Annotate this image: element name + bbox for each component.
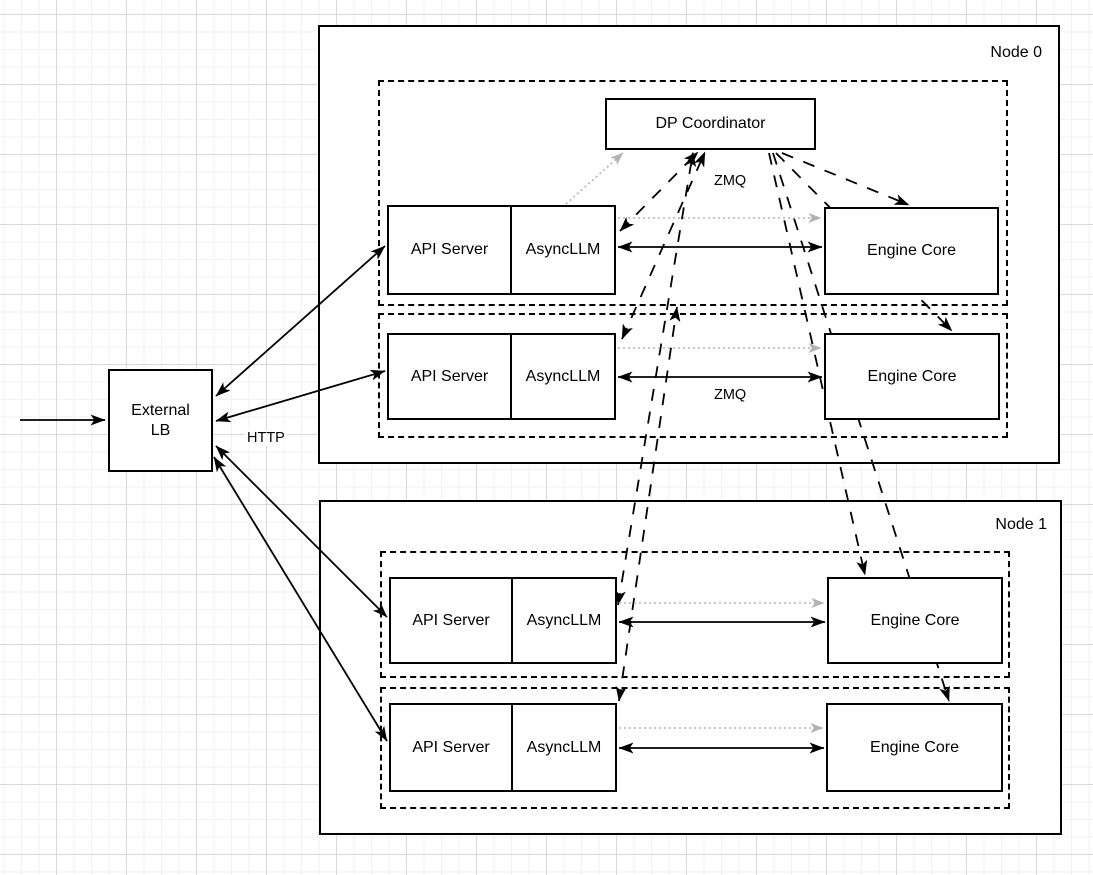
engine-core-label: Engine Core (870, 611, 960, 629)
engine-core-box-n1r1: Engine Core (827, 577, 1003, 664)
engine-core-box-n1r2: Engine Core (826, 703, 1003, 792)
api-server-label: API Server (412, 611, 490, 629)
arrow-lb-api-n1r1 (215, 445, 388, 618)
engine-core-box-n0r1: Engine Core (824, 207, 999, 295)
http-edge-label: HTTP (245, 430, 287, 446)
api-async-box-n1r1: API Server AsyncLLM (389, 577, 617, 664)
node0-label: Node 0 (990, 44, 1042, 61)
api-server-cell: API Server (391, 705, 513, 790)
engine-core-label: Engine Core (867, 242, 956, 259)
dashed-async-n0r2-to-dp (621, 151, 706, 340)
arrow-lb-api-n0r2 (215, 369, 386, 423)
asyncllm-label: AsyncLLM (526, 738, 602, 756)
asyncllm-label: AsyncLLM (525, 241, 601, 258)
dp-coordinator-box: DP Coordinator (605, 98, 816, 150)
api-async-box-n1r2: API Server AsyncLLM (389, 703, 617, 792)
dp-coordinator-label: DP Coordinator (655, 115, 766, 132)
asyncllm-cell: AsyncLLM (513, 705, 615, 790)
dashed-async-n1r2-up-link (615, 306, 681, 702)
asyncllm-cell: AsyncLLM (512, 207, 614, 293)
engine-core-label: Engine Core (867, 367, 957, 385)
external-lb-label: External LB (131, 401, 190, 439)
dashed-async-n1r1-to-dp (614, 151, 697, 606)
asyncllm-label: AsyncLLM (526, 611, 602, 629)
api-server-label: API Server (410, 367, 489, 385)
arrow-lb-api-n1r2 (213, 456, 388, 742)
node1-label: Node 1 (995, 516, 1047, 533)
api-server-label: API Server (410, 241, 489, 258)
zmq-dp-edge-label: ZMQ (712, 173, 749, 189)
asyncllm-cell: AsyncLLM (512, 335, 614, 418)
asyncllm-label: AsyncLLM (525, 367, 601, 385)
api-server-label: API Server (412, 738, 490, 756)
engine-core-box-n0r2: Engine Core (824, 333, 1000, 420)
dotted-async-n0r1-to-dp (565, 152, 624, 205)
api-server-cell: API Server (389, 207, 512, 293)
arrow-lb-api-n0r1 (215, 245, 386, 397)
api-server-cell: API Server (389, 335, 512, 418)
dashed-dp-to-engine-n1r1 (768, 152, 868, 576)
api-async-box-n0r2: API Server AsyncLLM (387, 333, 616, 420)
external-lb-box: External LB (108, 369, 213, 472)
asyncllm-cell: AsyncLLM (513, 579, 615, 662)
node1-replica2-group (380, 687, 1010, 809)
dashed-dp-to-engine-n0r1 (781, 152, 910, 206)
api-server-cell: API Server (391, 579, 513, 662)
engine-core-label: Engine Core (870, 738, 959, 756)
zmq-row-edge-label: ZMQ (712, 387, 749, 403)
api-async-box-n0r1: API Server AsyncLLM (387, 205, 616, 295)
